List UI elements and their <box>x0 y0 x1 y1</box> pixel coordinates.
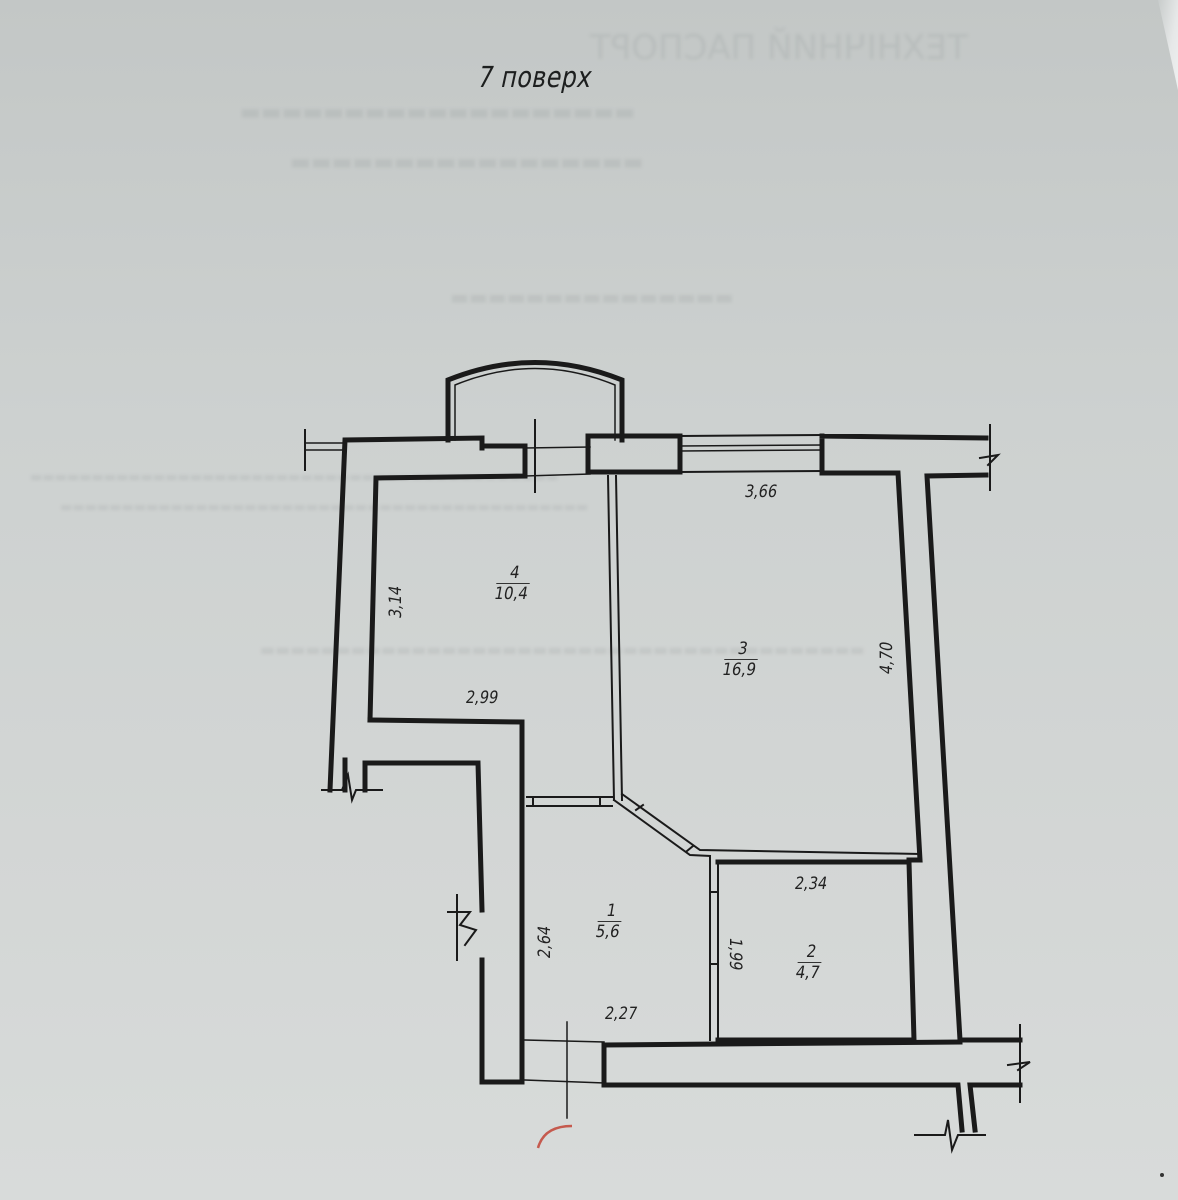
dimension-room3-width: 3,66 <box>743 482 779 502</box>
room-number: 3 <box>724 639 762 660</box>
diagonal-partition <box>612 792 922 858</box>
room-number: 1 <box>597 901 625 922</box>
partition-room4-room3 <box>606 474 624 802</box>
room-area: 10,4 <box>492 584 530 604</box>
room-label-3: 3 16,9 <box>720 639 762 680</box>
bottom-walls <box>524 1021 1031 1154</box>
partition-room1-room2 <box>709 855 719 1041</box>
room-area: 5,6 <box>594 922 622 942</box>
pen-mark <box>536 1124 573 1149</box>
dimension-room1-length: 2,64 <box>534 924 555 960</box>
door-room1 <box>526 796 613 807</box>
speck <box>1160 1173 1164 1177</box>
room-area: 16,9 <box>720 660 758 680</box>
room-number: 2 <box>797 942 825 963</box>
dimension-room2-width: 2,34 <box>793 874 829 894</box>
room2-walls <box>715 859 917 1043</box>
exterior-walls <box>304 424 1023 1043</box>
dimension-room3-length: 4,70 <box>876 640 897 676</box>
dimension-room4-length: 3,14 <box>385 584 406 620</box>
dimension-room2-length: 1,99 <box>724 936 745 972</box>
corridor-walls <box>321 717 525 1085</box>
room-label-4: 4 10,4 <box>492 563 534 604</box>
room-number: 4 <box>496 563 534 584</box>
balcony <box>445 360 625 493</box>
dimension-room4-width: 2,99 <box>464 688 500 708</box>
dimension-room1-width: 2,27 <box>603 1004 639 1024</box>
room-area: 4,7 <box>794 963 822 983</box>
